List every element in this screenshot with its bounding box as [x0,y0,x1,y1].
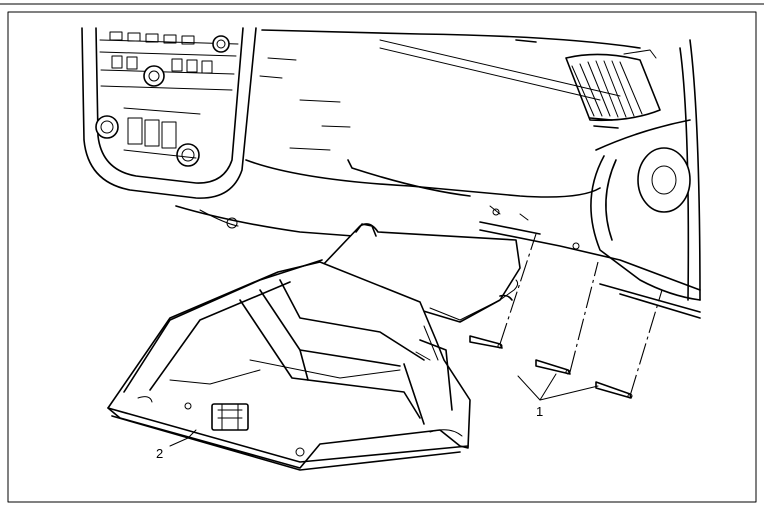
fastener-pin [595,381,633,399]
leader-lines [169,373,599,447]
callout-label-1: 1 [536,404,543,419]
volume-knob [143,65,165,87]
climate-controls [95,107,201,167]
glove-box-lid [319,223,521,323]
kick-panel-speaker [637,147,691,213]
tuner-knob [212,35,230,53]
glove-box-bin [107,259,471,471]
callout-label-2: 2 [156,446,163,461]
diagram-frame [0,3,764,503]
alignment-lines [499,233,663,397]
fastener-pins [469,335,633,399]
fastener-pin [535,359,571,375]
instrument-panel [81,27,701,319]
fastener-pin [469,335,503,349]
radio-buttons [109,31,213,74]
air-vent [565,49,661,122]
glove-box-latch [211,403,249,431]
